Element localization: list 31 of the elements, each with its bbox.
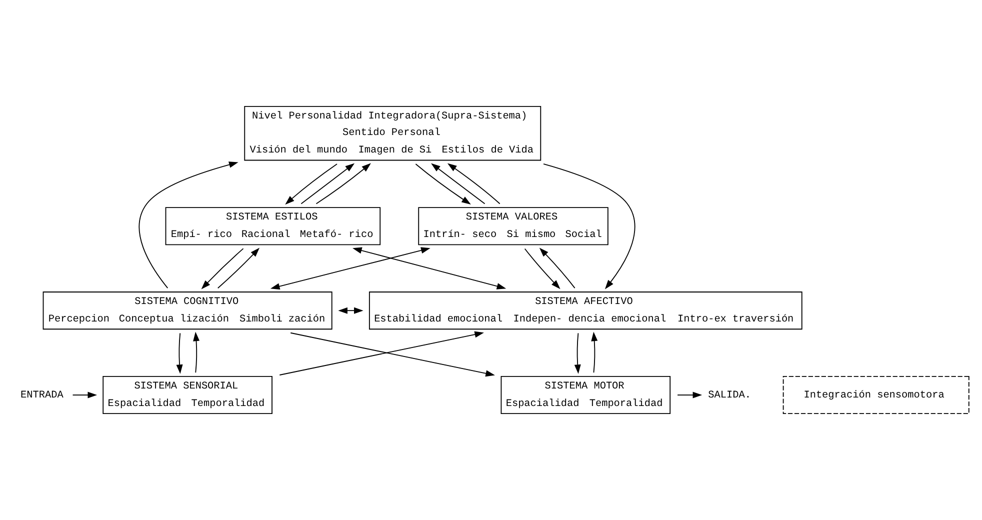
arrow xyxy=(539,248,576,289)
node-box: Integración sensomotora xyxy=(782,376,970,414)
node-box: SISTEMA SENSORIAL Espacialidad Temporalidad xyxy=(102,376,272,414)
arrow xyxy=(138,162,238,288)
arrow xyxy=(193,332,200,373)
node-box: SISTEMA AFECTIVO Estabilidad emocional Indepen- dencia emocional Intro-ex traversión xyxy=(368,292,802,330)
arrow xyxy=(338,307,364,314)
arrow xyxy=(285,164,338,205)
arrow xyxy=(217,248,260,289)
arrow xyxy=(316,163,371,204)
arrow xyxy=(543,164,636,290)
arrow xyxy=(176,332,183,374)
arrow xyxy=(677,392,702,398)
arrow xyxy=(524,248,560,290)
arrow xyxy=(300,163,355,204)
arrow xyxy=(431,163,486,204)
node-box: SISTEMA COGNITIVO Percepcion Conceptua lización Simboli zación xyxy=(42,292,332,330)
node-box: Nivel Personalidad Integradora(Supra-Sistema) Sentido Personal Visión del mundo Imagen de Si Estilos de Vida xyxy=(244,106,542,161)
node-box: SISTEMA MOTOR Espacialidad Temporalidad xyxy=(500,376,671,414)
arrow xyxy=(415,164,471,204)
arrow xyxy=(201,248,244,290)
arrow xyxy=(591,332,598,373)
arrow xyxy=(574,332,581,374)
arrow xyxy=(447,163,500,204)
node-text: SALIDA. xyxy=(708,390,751,402)
arrow xyxy=(72,392,98,398)
node-box: SISTEMA VALORES Intrín- seco Si mismo Social xyxy=(418,207,608,246)
node-box: SISTEMA ESTILOS Empí- rico Racional Metafó- rico xyxy=(165,207,381,246)
arrow xyxy=(352,247,506,290)
arrow xyxy=(270,247,430,290)
node-text: ENTRADA xyxy=(20,390,64,402)
